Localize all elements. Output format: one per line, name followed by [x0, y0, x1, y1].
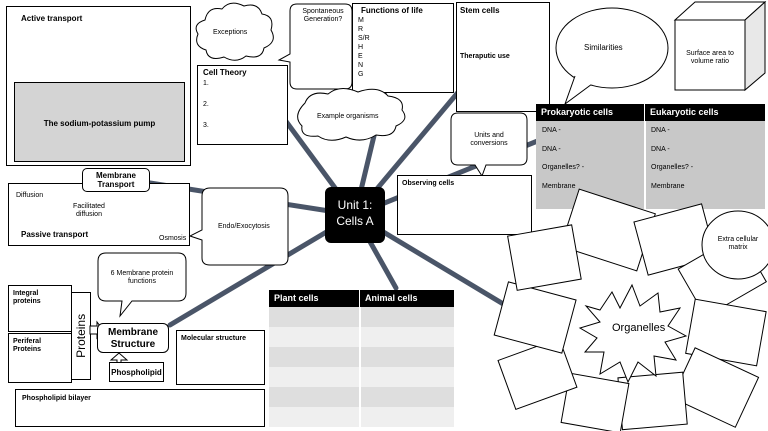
- euk-row-2: DNA -: [651, 146, 670, 153]
- plant-animal-cell: [360, 307, 454, 327]
- cell-theory-title: Cell Theory: [203, 68, 247, 77]
- cell-theory-item-2: 2.: [203, 101, 209, 108]
- unit-center-node: Unit 1: Cells A: [325, 187, 385, 243]
- observing-cells-box: Observing cells: [397, 175, 532, 235]
- membrane-structure-line2: Structure: [110, 338, 156, 350]
- membrane-transport-line1: Membrane: [95, 171, 136, 180]
- plant-animal-cell: [360, 347, 454, 367]
- facilitated-diffusion-label: Facilitated diffusion: [73, 203, 105, 219]
- cell-theory-item-1: 1.: [203, 80, 209, 87]
- proteins-box: Proteins: [71, 292, 91, 380]
- membrane-structure-box: Membrane Structure: [97, 323, 169, 353]
- pro-row-2: DNA -: [542, 146, 561, 153]
- integral-line2: proteins: [13, 298, 41, 306]
- cell-theory-item-3: 3.: [203, 122, 209, 129]
- observing-cells-title: Observing cells: [402, 180, 455, 187]
- eukaryotic-header: Eukaryotic cells: [645, 104, 765, 121]
- plant-animal-cell: [269, 367, 359, 387]
- membrane-structure-line1: Membrane: [107, 327, 158, 338]
- pro-row-3: Organelles? -: [542, 164, 585, 171]
- molecular-structure-box: Molecular structure: [176, 330, 265, 385]
- example-organisms-label: Example organisms: [317, 113, 379, 120]
- plant-animal-cell: [360, 327, 454, 347]
- plant-animal-cell: [269, 387, 359, 407]
- plant-animal-cell: [269, 407, 359, 427]
- exceptions-label: Exceptions: [213, 29, 248, 36]
- euk-row-4: Membrane: [651, 183, 685, 190]
- active-transport-title: Active transport: [21, 14, 83, 23]
- molecular-structure-label: Molecular structure: [181, 335, 246, 342]
- plant-animal-cell: [360, 367, 454, 387]
- prokaryotic-cell-body: DNA - DNA - Organelles? - Membrane: [536, 121, 644, 209]
- osmosis-label: Osmosis: [159, 235, 187, 242]
- plant-animal-cell: [269, 327, 359, 347]
- prokaryotic-header: Prokaryotic cells: [536, 104, 644, 121]
- plant-cells-header: Plant cells: [269, 290, 359, 307]
- plant-animal-cell: [269, 307, 359, 327]
- plant-animal-cell: [360, 387, 454, 407]
- membrane-protein-functions-label: 6 Membrane protein functions: [110, 270, 174, 286]
- pro-row-4: Membrane: [542, 183, 576, 190]
- euk-row-1: DNA -: [651, 127, 670, 134]
- proteins-label: Proteins: [74, 313, 89, 358]
- peripheral-line1: Periferal: [13, 338, 42, 345]
- endo-exocytosis-label: Endo/Exocytosis: [218, 223, 270, 230]
- surface-area-label: Surface area to volume ratio: [686, 50, 734, 66]
- peripheral-proteins-box: Periferal Proteins: [8, 333, 72, 383]
- membrane-transport-box: Membrane Transport: [82, 168, 150, 192]
- phospholipid-label: Phospholipid: [111, 368, 162, 377]
- phospholipid-bilayer-box: Phospholipid bilayer: [15, 389, 265, 427]
- peripheral-line2: Proteins: [13, 346, 42, 354]
- membrane-transport-line2: Transport: [97, 180, 135, 190]
- euk-row-3: Organelles? -: [651, 164, 694, 171]
- phospholipid-box: Phospholipid: [109, 362, 164, 382]
- active-transport-box: Active transport The sodium-potassium pu…: [6, 6, 191, 166]
- plant-animal-cell: [360, 407, 454, 427]
- cell-theory-box: Cell Theory 1. 2. 3.: [197, 65, 288, 145]
- passive-transport-box: Diffusion Facilitated diffusion Passive …: [8, 183, 190, 246]
- stem-cells-title: Stem cells: [460, 6, 500, 15]
- passive-transport-title: Passive transport: [21, 230, 89, 239]
- sodium-potassium-pump-label: The sodium-potassium pump: [43, 119, 156, 128]
- sodium-potassium-pump-box: The sodium-potassium pump: [14, 82, 185, 162]
- functions-of-life-letters: M R S/R H E N G: [358, 17, 370, 78]
- connector-membrane-structure: [167, 212, 358, 328]
- phospholipid-bilayer-label: Phospholipid bilayer: [22, 395, 91, 402]
- integral-proteins-box: Integral proteins: [8, 285, 72, 332]
- extra-cellular-matrix-label: Extra cellular matrix: [717, 236, 759, 252]
- eukaryotic-cell-body: DNA - DNA - Organelles? - Membrane: [645, 121, 765, 209]
- similarities-label: Similarities: [584, 43, 623, 52]
- diffusion-label: Diffusion: [16, 192, 44, 199]
- organelles-label: Organelles: [612, 322, 666, 334]
- spontaneous-label: Spontaneous Generation?: [302, 8, 344, 24]
- therapeutic-use-label: Theraputic use: [460, 53, 510, 60]
- functions-of-life-box: Functions of life M R S/R H E N G: [352, 3, 454, 93]
- center-line2: Cells A: [336, 213, 374, 228]
- animal-cells-header: Animal cells: [360, 290, 454, 307]
- functions-of-life-title: Functions of life: [361, 6, 423, 15]
- units-conversions-label: Units and conversions: [470, 132, 508, 148]
- pro-row-1: DNA -: [542, 127, 561, 134]
- integral-line1: Integral: [13, 290, 39, 297]
- plant-animal-cell: [269, 347, 359, 367]
- stem-cells-box: Stem cells Theraputic use: [456, 2, 550, 112]
- center-line1: Unit 1:: [337, 198, 373, 212]
